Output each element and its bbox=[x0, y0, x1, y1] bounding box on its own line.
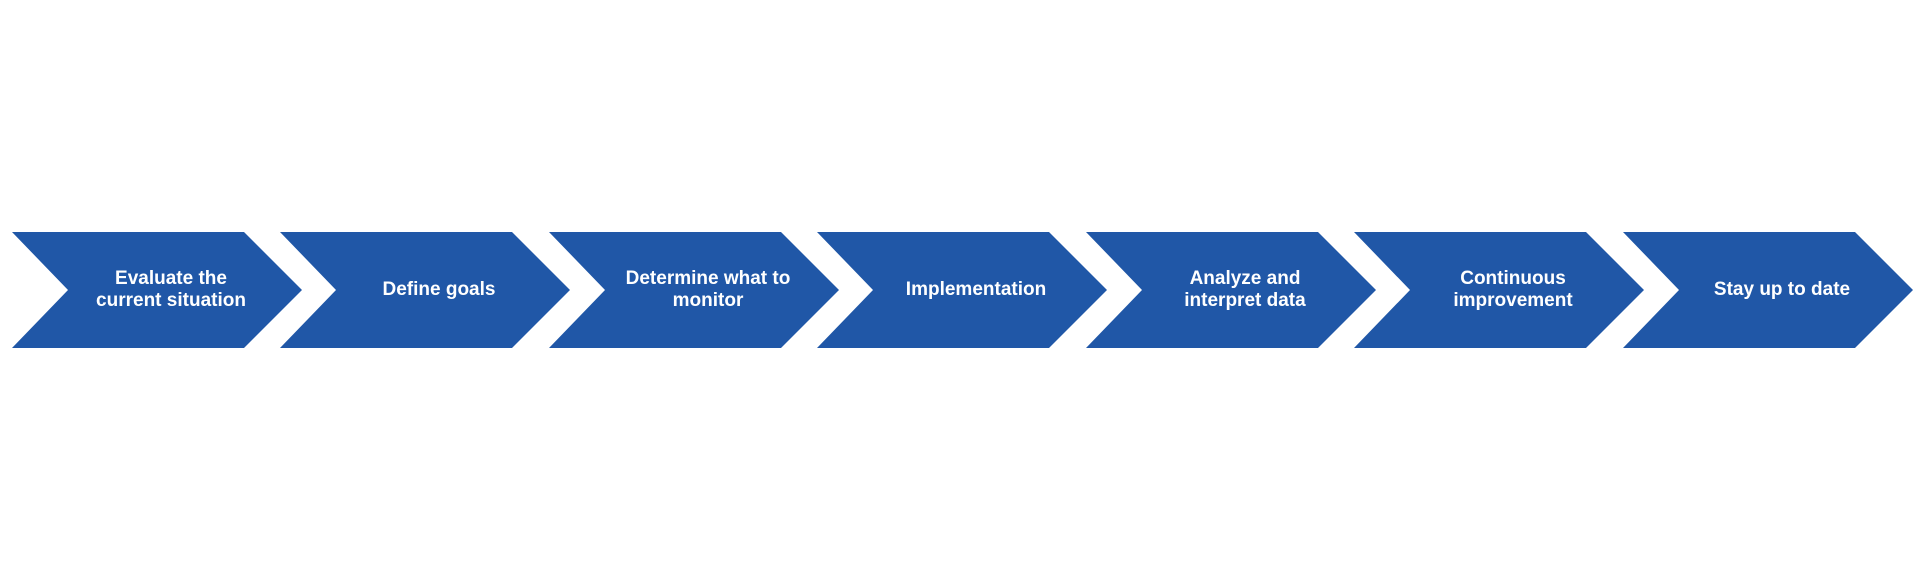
step-3-chevron: Determine what to monitor bbox=[549, 232, 839, 348]
step-4-label: Implementation bbox=[905, 279, 1047, 300]
step-7-label: Stay up to date bbox=[1713, 279, 1851, 300]
step-7-chevron: Stay up to date bbox=[1623, 232, 1913, 348]
step-3-label: Determine what to monitor bbox=[625, 268, 791, 311]
step-6-chevron: Continuous improvement bbox=[1354, 232, 1644, 348]
step-5-chevron: Analyze and interpret data bbox=[1086, 232, 1376, 348]
step-2-chevron: Define goals bbox=[280, 232, 570, 348]
step-6-label: Continuous improvement bbox=[1453, 268, 1573, 311]
step-1-chevron: Evaluate the current situation bbox=[12, 232, 302, 348]
step-4-chevron: Implementation bbox=[817, 232, 1107, 348]
step-1-label: Evaluate the current situation bbox=[96, 268, 246, 311]
step-2-label: Define goals bbox=[382, 279, 496, 300]
step-5-label: Analyze and interpret data bbox=[1184, 268, 1306, 311]
